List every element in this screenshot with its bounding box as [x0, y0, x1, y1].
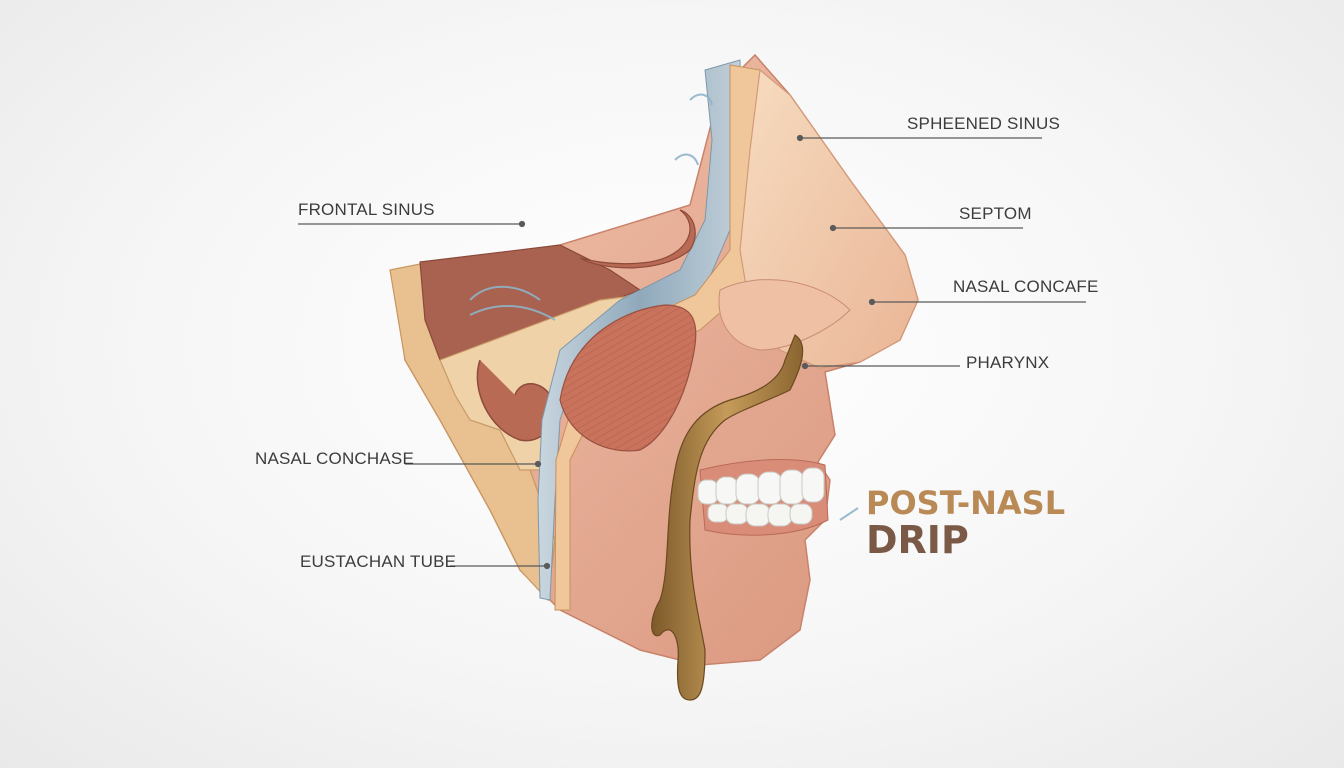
label-sphened-sinus: SPHEENED SINUS [907, 114, 1060, 134]
label-frontal-sinus: FRONTAL SINUS [298, 200, 435, 220]
label-eustachan-tube: EUSTACHAN TUBE [300, 552, 456, 572]
label-nasal-conchase: NASAL CONCHASE [255, 449, 414, 469]
label-nasal-concafe: NASAL CONCAFE [953, 277, 1099, 297]
title-line-2: DRIP [866, 518, 969, 562]
title-line-1: POST-NASL [866, 484, 1065, 522]
label-septom: SEPTOM [959, 204, 1032, 224]
label-pharynx: PHARYNX [966, 353, 1049, 373]
